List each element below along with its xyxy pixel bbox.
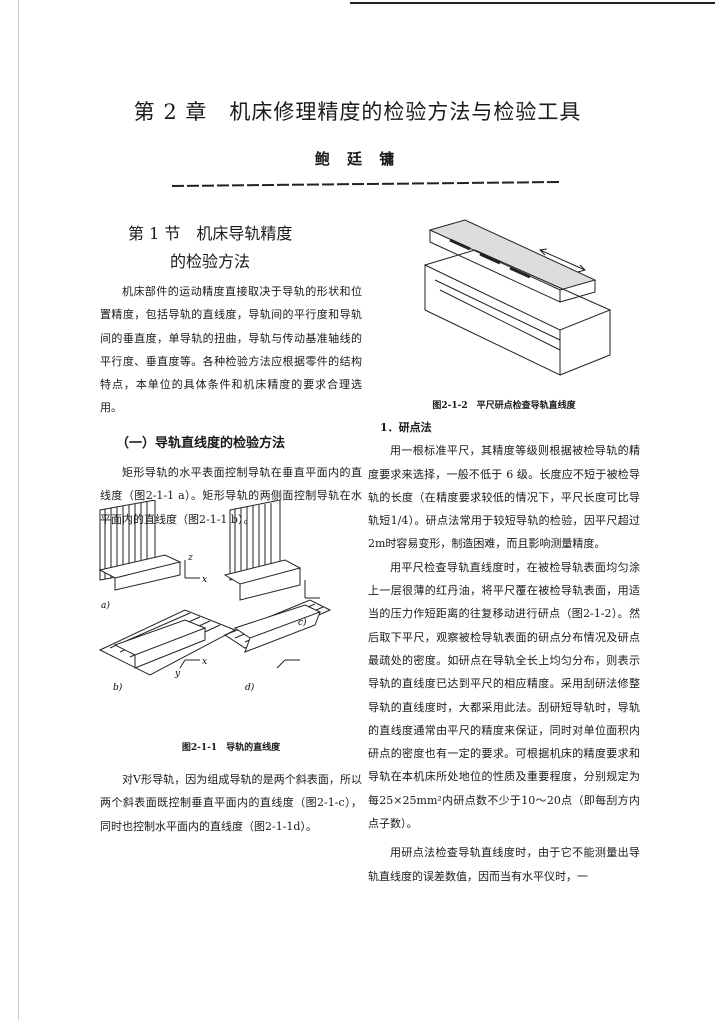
top-border-line xyxy=(350,2,715,4)
paragraph: 机床部件的运动精度直接取决于导轨的形状和位置精度，包括导轨的直线度，导轨间的平行… xyxy=(100,285,362,415)
label-c: c) xyxy=(298,617,307,628)
figure-caption: 图2-1-1 导轨的直线度 xyxy=(181,743,281,753)
section-title-line2: 的检验方法 xyxy=(170,252,251,271)
left-column-bottom: 对V形导轨，因为组成导轨的是两个斜表面，所以两个斜表面既控制垂直平面内的直线度（… xyxy=(100,768,362,838)
scan-edge-line xyxy=(18,0,19,1020)
label-a: a) xyxy=(101,600,110,611)
left-column-top: 机床部件的运动精度直接取决于导轨的形状和位置精度，包括导轨的直线度，导轨间的平行… xyxy=(100,280,362,531)
paragraph: 用平尺检查导轨直线度时，在被检导轨表面均匀涂上一层很薄的红丹油，将平尺覆在被检导… xyxy=(368,560,640,831)
subheading: （一）导轨直线度的检验方法 xyxy=(116,435,286,451)
figure-caption: 图2-1-2 平尺研点检查导轨直线度 xyxy=(432,401,576,411)
right-column: 1．研点法 用一根标准平尺，其精度等级则根据被检导轨的精度要求来选择，一般不低于… xyxy=(368,416,640,888)
section-heading: 第 1 节 机床导轨精度 的检验方法 xyxy=(128,220,292,276)
section-title-line1: 第 1 节 机床导轨精度 xyxy=(128,224,293,243)
axis-z: z xyxy=(187,553,193,563)
paragraph: 矩形导轨的水平表面控制导轨在垂直平面内的直线度（图2-1-1 a）。矩形导轨的两… xyxy=(100,466,362,526)
figure-2-1-2 xyxy=(423,219,612,376)
label-d: d) xyxy=(245,682,255,693)
axis-x-b: x xyxy=(202,657,207,667)
method-heading: 1．研点法 xyxy=(380,421,432,434)
paragraph: 用一根标准平尺，其精度等级则根据被检导轨的精度要求来选择，一般不低于 6 级。长… xyxy=(368,444,640,551)
ornament-divider xyxy=(172,181,562,187)
author: 鲍 廷 镛 xyxy=(314,150,401,168)
paragraph: 对V形导轨，因为组成导轨的是两个斜表面，所以两个斜表面既控制垂直平面内的直线度（… xyxy=(100,773,362,833)
label-b: b) xyxy=(113,682,123,693)
paragraph: 用研点法检查导轨直线度时，由于它不能测量出导轨直线度的误差数值，因而当有水平仪时… xyxy=(368,846,640,883)
figure-2-1-1: a) b) c) d) z x x y xyxy=(98,500,332,693)
axis-y: y xyxy=(174,669,181,679)
chapter-title: 第 2 章 机床修理精度的检验方法与检验工具 xyxy=(133,100,582,124)
axis-x: x xyxy=(202,575,207,585)
